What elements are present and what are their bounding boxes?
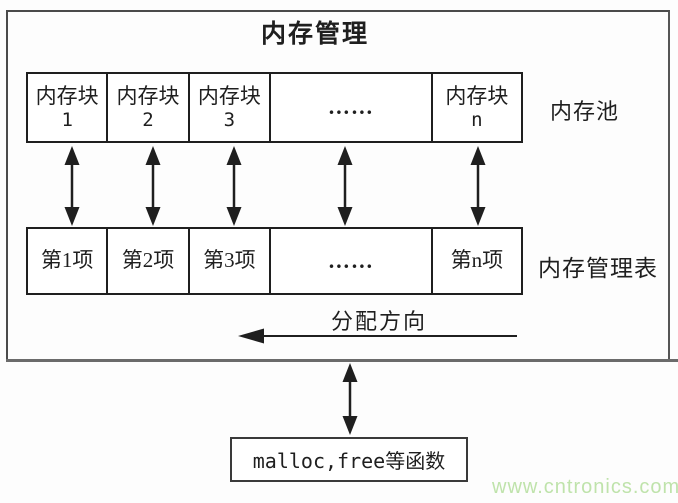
memory-block-index: n xyxy=(471,108,483,131)
memory-block-cell-3: 内存块 3 xyxy=(190,74,272,141)
memory-pool-row: 内存块 1 内存块 2 内存块 3 …… 内存块 n xyxy=(26,72,523,143)
functions-box-text: malloc,free等函数 xyxy=(252,449,446,473)
frame-bottom-line xyxy=(6,359,678,362)
table-entry-cell-3: 第3项 xyxy=(190,229,272,293)
table-entry-label: 第2项 xyxy=(121,248,175,273)
memory-block-cell-1: 内存块 1 xyxy=(28,74,109,141)
memory-block-cell-2: 内存块 2 xyxy=(108,74,190,141)
table-entry-cell-n: 第n项 xyxy=(433,229,521,293)
allocation-direction-label: 分配方向 xyxy=(331,309,428,334)
memory-block-index: 3 xyxy=(223,108,236,131)
memory-block-index: 1 xyxy=(61,108,73,131)
memory-block-label: 内存块 xyxy=(197,83,261,108)
table-entry-label: 第n项 xyxy=(450,248,504,273)
memory-block-label: 内存块 xyxy=(35,83,99,108)
table-entry-cell-ellipsis: …… xyxy=(271,229,433,293)
functions-box: malloc,free等函数 xyxy=(230,437,468,482)
memory-block-index: 2 xyxy=(142,108,154,131)
memory-block-label: 内存块 xyxy=(116,83,180,108)
table-entry-label: 第1项 xyxy=(40,248,94,273)
ellipsis-text: …… xyxy=(327,247,374,273)
watermark-text: www.cntronics.com xyxy=(492,476,678,498)
memory-pool-label: 内存池 xyxy=(550,99,620,124)
table-entry-cell-2: 第2项 xyxy=(108,229,190,293)
memory-management-frame xyxy=(6,10,670,360)
memory-block-cell-ellipsis: …… xyxy=(271,74,433,141)
functions-double-arrow-icon xyxy=(342,363,358,435)
management-table-row: 第1项 第2项 第3项 …… 第n项 xyxy=(26,227,523,295)
table-entry-cell-1: 第1项 xyxy=(28,229,109,293)
management-table-label: 内存管理表 xyxy=(538,256,658,281)
table-entry-label: 第3项 xyxy=(203,248,256,273)
diagram-title: 内存管理 xyxy=(260,21,369,48)
memory-block-cell-n: 内存块 n xyxy=(433,74,521,141)
ellipsis-text: …… xyxy=(327,94,374,120)
memory-block-label: 内存块 xyxy=(445,83,509,108)
